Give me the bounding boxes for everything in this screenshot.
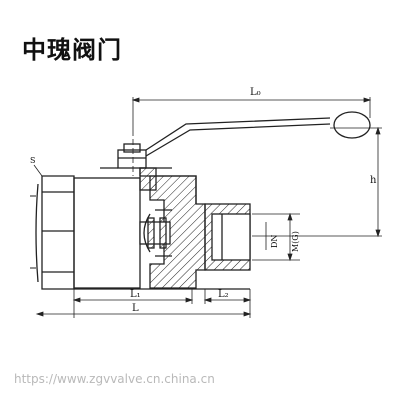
label-h: h bbox=[370, 175, 377, 186]
label-L2: L₂ bbox=[218, 289, 229, 300]
label-L0: L₀ bbox=[250, 87, 261, 98]
label-DN: DN bbox=[270, 235, 279, 248]
label-L: L bbox=[132, 303, 139, 314]
label-L1: L₁ bbox=[130, 289, 141, 300]
hex-end-left bbox=[30, 175, 75, 290]
label-M: M(G) bbox=[291, 231, 300, 252]
valve-body bbox=[73, 167, 251, 290]
stem-assembly bbox=[100, 130, 157, 191]
watermark: https://www.zgvvalve.cn.china.cn bbox=[14, 372, 215, 386]
page-title: 中瑰阀门 bbox=[22, 36, 122, 64]
dimension-lines bbox=[33, 97, 382, 318]
valve-handle bbox=[145, 111, 371, 157]
label-S: S bbox=[30, 156, 35, 165]
